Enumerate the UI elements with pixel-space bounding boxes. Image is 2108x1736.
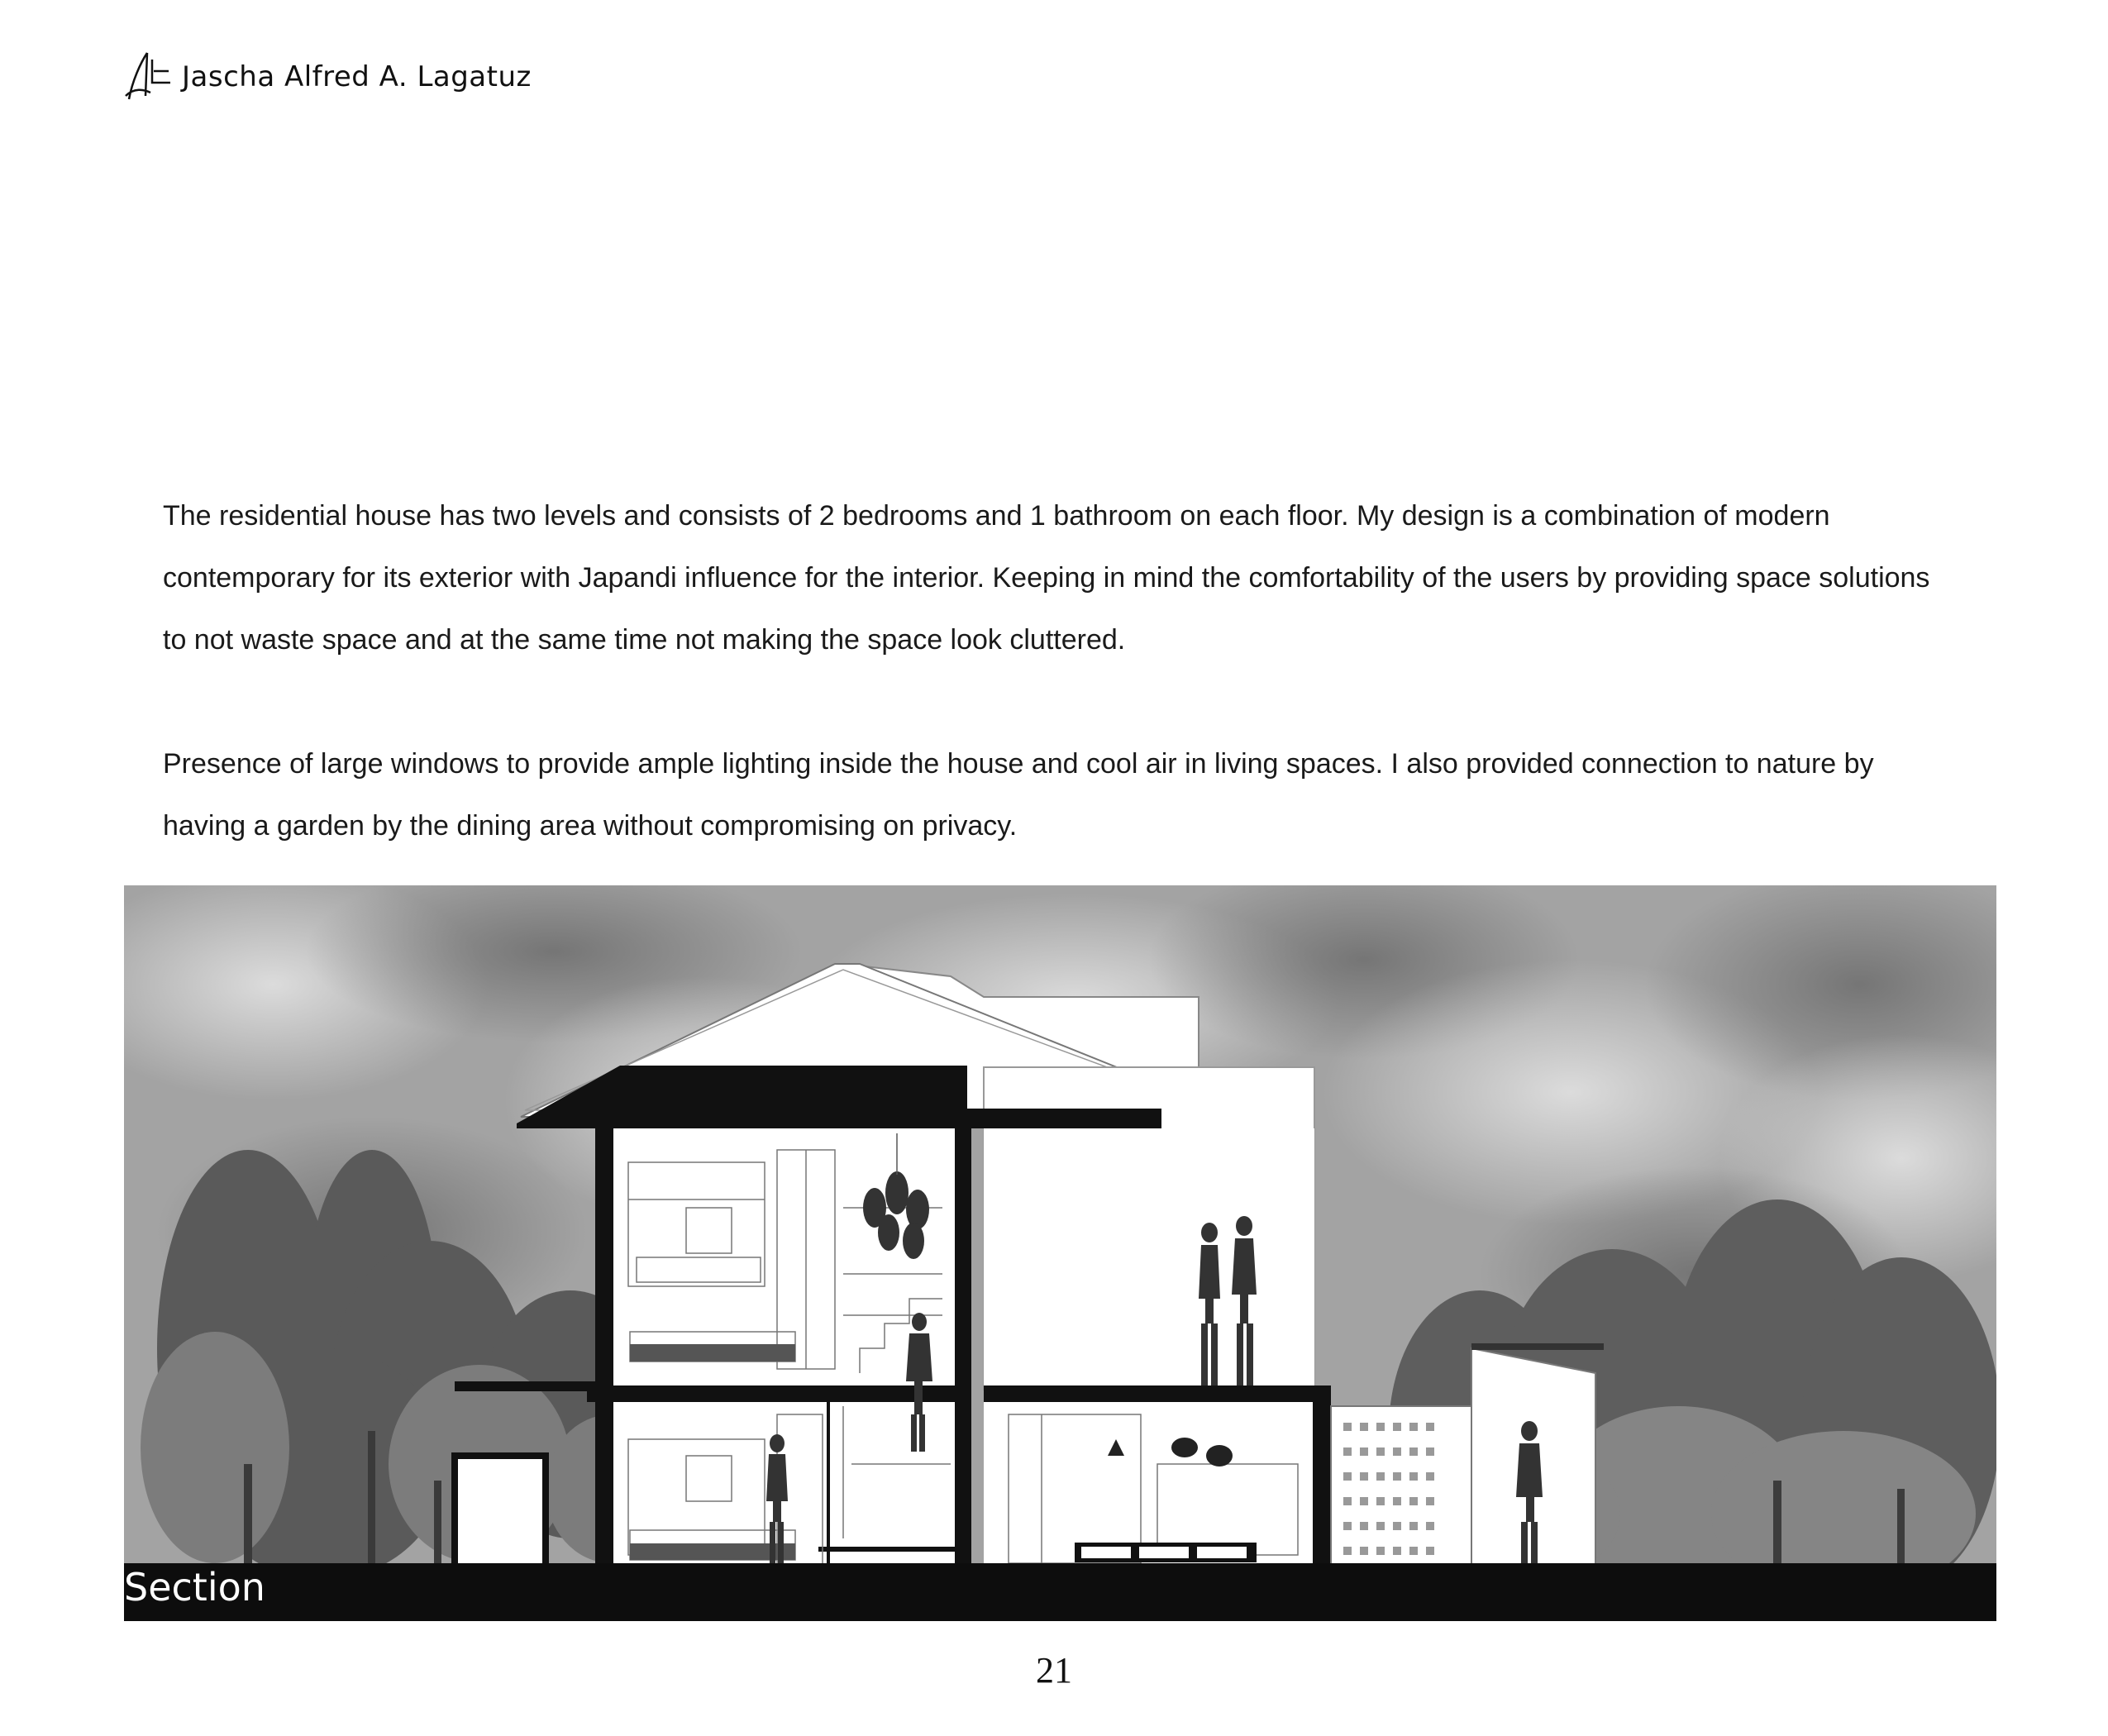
monogram-logo-icon bbox=[125, 52, 170, 100]
header: Jascha Alfred A. Lagatuz bbox=[122, 48, 532, 106]
description-paragraph-2: Presence of large windows to provide amp… bbox=[163, 748, 1874, 842]
description-paragraph-1: The residential house has two levels and… bbox=[163, 500, 1930, 656]
section-drawing-illustration bbox=[124, 885, 1996, 1621]
author-name: Jascha Alfred A. Lagatuz bbox=[182, 60, 532, 93]
section-drawing bbox=[124, 885, 1996, 1621]
page-number: 21 bbox=[1036, 1650, 1072, 1691]
figure-caption: Section bbox=[124, 1565, 265, 1610]
